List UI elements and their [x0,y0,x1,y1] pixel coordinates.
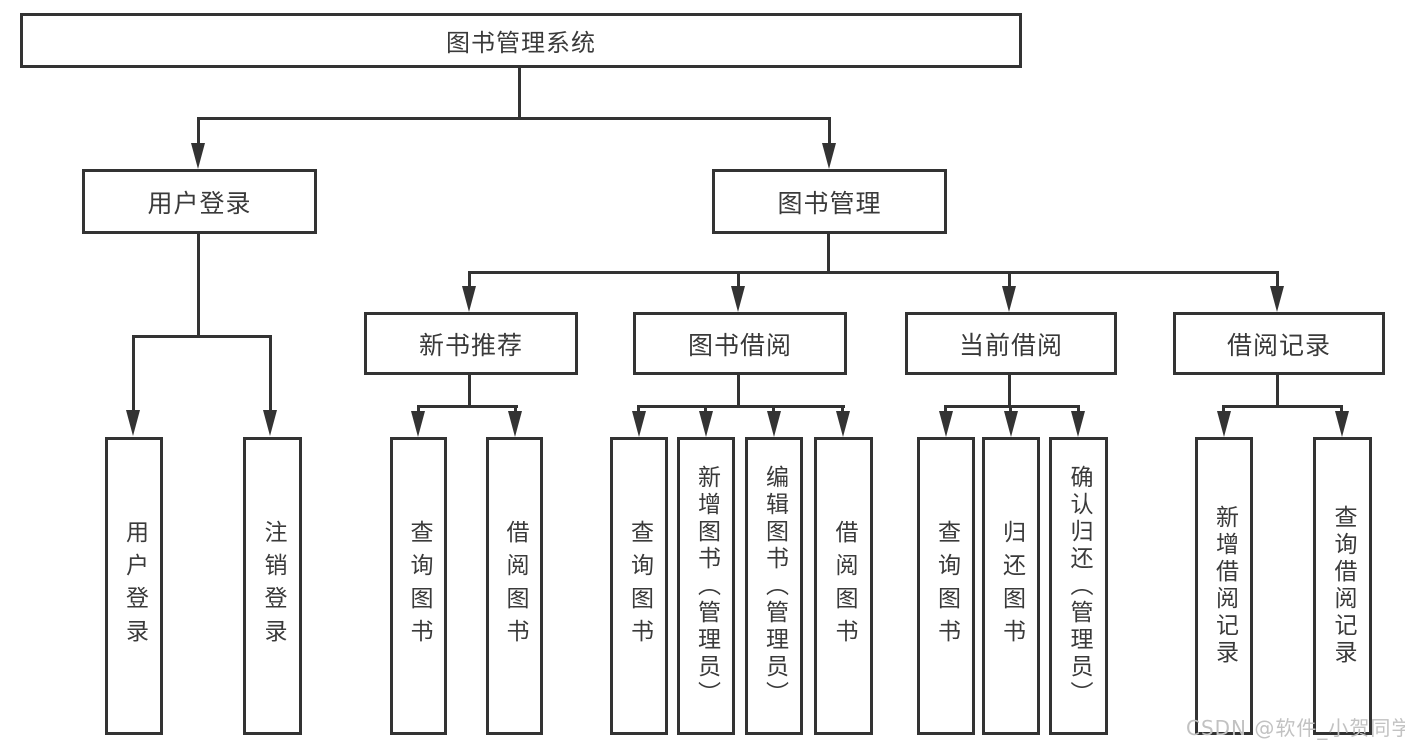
connector-rail-user-login [132,335,272,338]
connector-book-management-drop [827,233,830,273]
arrowhead-book-management [822,143,836,169]
arrowhead-book-borrowing [731,286,745,312]
leaf-borrow-books-2-label: 借阅图书 [831,520,857,652]
arrowhead-leaf [939,411,953,437]
connector-book-borrowing-drop [737,375,740,405]
node-current-borrowing-label: 当前借阅 [958,330,1063,360]
connector-stem [1009,405,1012,413]
leaf-edit-book-admin: 编辑图书（管理员） [745,437,803,735]
leaf-query-books-3: 查询图书 [917,437,975,735]
connector-stem [514,405,517,413]
connector-borrow-records-drop [1276,375,1279,405]
leaf-user-login-label: 用户登录 [121,520,148,652]
arrowhead-leaf [1004,411,1018,437]
node-book-management-label: 图书管理 [777,188,882,218]
connector-stem [1222,405,1225,413]
connector-stem-current-borrowing [1008,271,1011,288]
connector-stem [1077,405,1080,413]
connector-stem-borrow-records [1276,271,1279,288]
leaf-edit-book-admin-label: 编辑图书（管理员） [761,464,788,708]
connector-current-borrowing-drop [1008,375,1011,405]
leaf-return-books: 归还图书 [982,437,1040,735]
leaf-return-books-label: 归还图书 [998,520,1025,652]
node-root-label: 图书管理系统 [446,29,596,57]
connector-stem [637,405,640,413]
leaf-add-book-admin-label: 新增图书（管理员） [693,464,720,708]
node-current-borrowing: 当前借阅 [905,312,1117,375]
arrowhead-leaf [1217,411,1231,437]
arrowhead-leaf [836,411,850,437]
connector-stem-leaf-logout [269,335,272,412]
leaf-query-borrow-record: 查询借阅记录 [1313,437,1372,735]
leaf-logout: 注销登录 [243,437,302,735]
node-new-book-recommendation: 新书推荐 [364,312,578,375]
node-user-login: 用户登录 [82,169,317,234]
connector-stem [1340,405,1343,413]
leaf-add-borrow-record-label: 新增借阅记录 [1211,505,1238,667]
arrowhead-leaf [411,411,425,437]
arrowhead-borrow-records [1270,286,1284,312]
arrowhead-leaf [1071,411,1085,437]
connector-stem [417,405,420,413]
node-book-management: 图书管理 [712,169,947,234]
arrowhead-leaf-logout [263,410,277,436]
leaf-confirm-return-admin-label: 确认归还（管理员） [1066,464,1092,708]
leaf-query-books-1-label: 查询图书 [406,520,432,652]
arrowhead-leaf-user-login [126,410,140,436]
arrowhead-leaf [767,411,781,437]
connector-stem [772,405,775,413]
watermark: CSDN @软件_小贺同学 [1186,716,1405,740]
leaf-query-books-2: 查询图书 [610,437,668,735]
leaf-add-borrow-record: 新增借阅记录 [1195,437,1253,735]
connector-rail-borrow-records [1222,405,1343,408]
connector-stem-book-borrowing [737,271,740,288]
leaf-query-borrow-record-label: 查询借阅记录 [1330,505,1356,667]
connector-stem [944,405,947,413]
connector-rail-new-book [417,405,518,408]
node-book-borrowing: 图书借阅 [633,312,847,375]
node-new-book-recommendation-label: 新书推荐 [418,330,523,360]
leaf-confirm-return-admin: 确认归还（管理员） [1049,437,1108,735]
leaf-borrow-books-2: 借阅图书 [814,437,873,735]
node-root: 图书管理系统 [20,13,1022,68]
leaf-query-books-3-label: 查询图书 [933,520,960,652]
leaf-user-login: 用户登录 [105,437,163,735]
connector-stem-user-login [197,117,200,145]
connector-rail-level2 [197,117,831,120]
connector-stem-new-book [468,271,471,288]
node-user-login-label: 用户登录 [147,188,252,218]
arrowhead-leaf [508,411,522,437]
leaf-add-book-admin: 新增图书（管理员） [677,437,735,735]
leaf-borrow-books-1: 借阅图书 [486,437,543,735]
node-borrow-records-label: 借阅记录 [1226,330,1331,360]
node-book-borrowing-label: 图书借阅 [687,330,792,360]
connector-rail-current-borrowing [944,405,1080,408]
connector-stem [841,405,844,413]
connector-stem-leaf-user-login [132,335,135,412]
connector-root-drop [518,68,521,118]
leaf-logout-label: 注销登录 [260,520,286,652]
arrowhead-leaf [1335,411,1349,437]
connector-new-book-drop [468,375,471,405]
arrowhead-leaf [632,411,646,437]
leaf-borrow-books-1-label: 借阅图书 [502,520,528,652]
connector-rail-level3 [468,271,1279,274]
leaf-query-books-1: 查询图书 [390,437,447,735]
connector-stem [704,405,707,413]
arrowhead-user-login [191,143,205,169]
arrowhead-leaf [699,411,713,437]
leaf-query-books-2-label: 查询图书 [626,520,653,652]
arrowhead-current-borrowing [1002,286,1016,312]
connector-rail-book-borrowing [637,405,845,408]
connector-stem-book-management [828,117,831,145]
node-borrow-records: 借阅记录 [1173,312,1385,375]
connector-user-login-drop [197,233,200,335]
arrowhead-new-book [462,286,476,312]
